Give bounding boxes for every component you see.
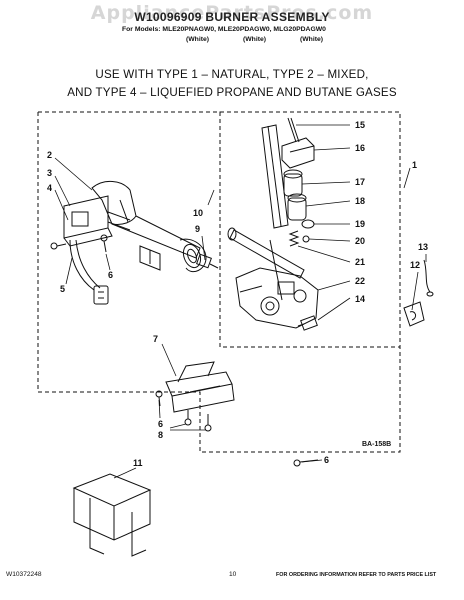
wire-harness-part-5 xyxy=(69,239,109,305)
clip-part-12 xyxy=(403,301,425,327)
part-label-16: 16 xyxy=(355,143,365,153)
coil-part-18 xyxy=(287,193,307,221)
part-label-14: 14 xyxy=(355,294,365,304)
wire-part-13 xyxy=(423,259,434,297)
coil-part-17 xyxy=(283,169,303,197)
page-number: 10 xyxy=(229,571,237,578)
part-label-7: 7 xyxy=(153,334,158,344)
valve-group-outline xyxy=(219,111,401,348)
part-label-8: 8 xyxy=(158,430,163,440)
model-color-1: (White) xyxy=(186,36,210,43)
model-color-3: (White) xyxy=(300,36,324,43)
coil-bracket-part-16 xyxy=(281,137,315,169)
ignitor-bracket-part-3 xyxy=(63,195,131,247)
part-label-3: 3 xyxy=(47,168,52,178)
ordering-note: FOR ORDERING INFORMATION REFER TO PARTS … xyxy=(276,572,437,578)
part-label-6-upper: 6 xyxy=(108,270,113,280)
assembly-boundary-outline xyxy=(37,111,401,453)
part-label-4: 4 xyxy=(47,183,52,193)
model-color-2: (White) xyxy=(243,36,267,43)
valve-body-part-22 xyxy=(235,267,319,329)
watermark: AppliancePartsPros.com xyxy=(90,2,374,24)
part-label-13: 13 xyxy=(418,242,428,252)
part-label-5: 5 xyxy=(60,284,65,294)
part-label-21: 21 xyxy=(355,257,365,267)
screw-part-8-a xyxy=(184,410,192,426)
mounting-bracket-part-7 xyxy=(165,361,235,413)
leader-lines xyxy=(54,124,427,479)
manifold-pipe xyxy=(227,227,305,279)
part-label-6-bottom: 6 xyxy=(324,455,329,465)
part-label-1: 1 xyxy=(412,160,417,170)
part-label-10: 10 xyxy=(193,208,203,218)
sensor-bracket xyxy=(139,245,161,271)
part-label-18: 18 xyxy=(355,196,365,206)
part-label-20: 20 xyxy=(355,236,365,246)
valve-tube xyxy=(261,124,289,301)
usage-line-2: AND TYPE 4 – LIQUEFIED PROPANE AND BUTAN… xyxy=(67,86,397,99)
part-label-12: 12 xyxy=(410,260,420,270)
part-label-2: 2 xyxy=(47,150,52,160)
spring-part-19 xyxy=(301,219,315,229)
ball-part-20 xyxy=(302,235,310,243)
usage-line-1: USE WITH TYPE 1 – NATURAL, TYPE 2 – MIXE… xyxy=(95,68,369,81)
part-label-11: 11 xyxy=(133,458,143,468)
part-label-6-lower: 6 xyxy=(158,419,163,429)
part-label-9: 9 xyxy=(195,224,200,234)
screw-part-6-lower xyxy=(155,390,163,407)
page-title: W10096909 BURNER ASSEMBLY xyxy=(134,10,330,24)
part-label-22: 22 xyxy=(355,276,365,286)
part-label-17: 17 xyxy=(355,177,365,187)
models-line: For Models: MLE20PNAGW0, MLE20PDAGW0, ML… xyxy=(122,26,326,33)
screw-part-8-b xyxy=(204,414,212,432)
spring-part-21 xyxy=(288,230,300,247)
burner-tube-part-2 xyxy=(91,181,207,273)
stand-bracket-part-11 xyxy=(72,473,152,557)
doc-number: W10372248 xyxy=(6,571,42,578)
orifice-part-14 xyxy=(297,315,318,331)
screw-part-15 xyxy=(287,117,300,143)
screw-part-6-upper xyxy=(50,242,67,250)
figure-code: BA-158B xyxy=(362,441,391,448)
part-label-19: 19 xyxy=(355,219,365,229)
screw-part-6-right xyxy=(100,234,108,253)
part-label-15: 15 xyxy=(355,120,365,130)
fitting-part-9 xyxy=(196,253,219,269)
